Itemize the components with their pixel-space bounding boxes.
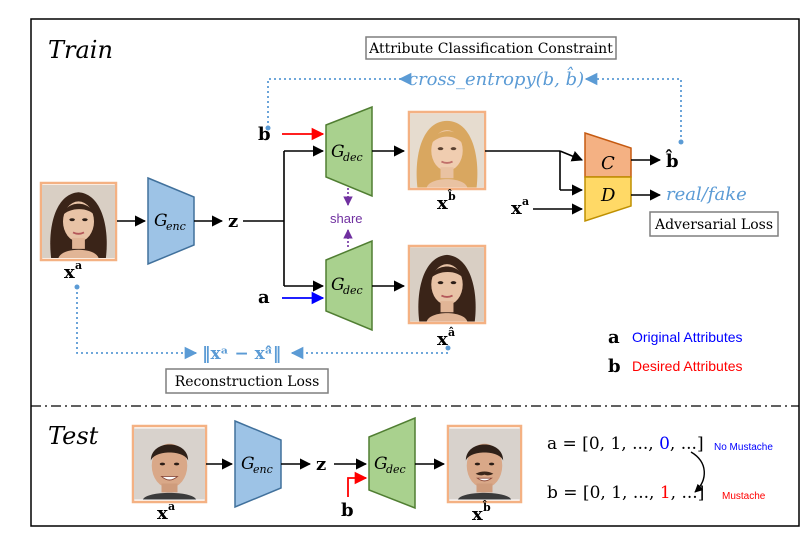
- legend-a-symbol: a: [608, 327, 620, 348]
- train-label: Train: [48, 36, 113, 64]
- recon-right-line: [300, 348, 449, 354]
- encoder-label: G: [154, 211, 168, 231]
- female-face-photo: [410, 247, 484, 322]
- recon-formula: ‖xᵃ − xᵃ̂‖: [202, 344, 281, 364]
- attr-constraint-box: [365, 36, 617, 60]
- bottom-decoder-label: G: [331, 275, 345, 295]
- test-a-vector: a = [0, 1, ..., 0, ...]: [547, 434, 704, 454]
- female-face-photo: [410, 113, 484, 188]
- cross-entropy-right-line: [590, 78, 682, 142]
- classifier-label: C: [601, 153, 615, 174]
- output-a-photo-frame: [407, 244, 487, 325]
- real-fake-label: real/fake: [666, 184, 747, 205]
- x-a-label: x: [64, 262, 75, 283]
- bottom-decoder-sub: dec: [343, 284, 363, 297]
- recon-left-dot: [74, 284, 80, 290]
- test-x-b-hat-label: x: [472, 504, 483, 525]
- cross-entropy-left-line: [267, 78, 407, 128]
- cross-entropy-left-dot: [265, 125, 271, 131]
- x-a-disc-sup: a: [522, 195, 529, 208]
- b-hat-label: b̂: [665, 148, 678, 172]
- test-b-vector: b = [0, 1, ..., 1, ...]: [547, 483, 704, 503]
- legend-b-symbol: b: [608, 356, 621, 377]
- legend-b-text: Desired Attributes: [632, 358, 743, 374]
- test-b-vector-prefix: b = [0, 1, ...,: [547, 483, 660, 503]
- test-encoder-block: [234, 419, 282, 509]
- test-x-a-sup: a: [168, 500, 175, 513]
- share-label: share: [330, 211, 363, 226]
- test-a-vector-suffix: , ...]: [670, 434, 704, 454]
- male-face-photo: [449, 428, 520, 500]
- test-decoder-block: [368, 416, 416, 510]
- b-train-label: b: [258, 124, 271, 145]
- test-encoder-sub: enc: [253, 463, 273, 476]
- outer-frame: [30, 18, 800, 527]
- top-decoder-sub: dec: [343, 151, 363, 164]
- adversarial-loss-box: [649, 211, 779, 237]
- test-x-a-label: x: [157, 503, 168, 524]
- cross-entropy-right-dot: [678, 139, 684, 145]
- adversarial-loss-label: Adversarial Loss: [654, 217, 773, 233]
- x-b-hat-label: x: [437, 193, 448, 214]
- discriminator-label: D: [600, 185, 616, 206]
- z-label: z: [228, 211, 238, 232]
- mustache-label: Mustache: [722, 491, 766, 502]
- legend-a-text: Original Attributes: [632, 329, 743, 345]
- test-arrow-b-decoder: [347, 471, 368, 497]
- test-decoder-sub: dec: [386, 463, 406, 476]
- test-x-b-hat-sup: b̂: [482, 500, 491, 514]
- input-photo-frame: [39, 181, 118, 262]
- x-b-hat-sup: b̂: [447, 189, 456, 203]
- encoder-sub: enc: [166, 220, 186, 233]
- test-encoder-label: G: [241, 454, 255, 474]
- x-a-disc-label: x: [511, 198, 522, 219]
- arrow-output-classifier: [559, 150, 584, 162]
- recon-right-dot: [445, 345, 451, 351]
- test-b-vector-highlight: 1: [660, 483, 671, 503]
- vector-change-arrow: [690, 451, 705, 493]
- discriminator-block: [584, 176, 632, 223]
- recon-left-line: [76, 287, 190, 354]
- test-label: Test: [48, 422, 99, 450]
- female-face-photo: [42, 184, 115, 259]
- test-b-vector-suffix: , ...]: [671, 483, 705, 503]
- reconstruction-loss-label: Reconstruction Loss: [175, 374, 320, 390]
- top-decoder-label: G: [331, 142, 345, 162]
- a-train-label: a: [258, 287, 270, 308]
- no-mustache-label: No Mustache: [714, 442, 773, 453]
- bottom-decoder-block: [325, 239, 373, 332]
- x-a-sup: a: [75, 259, 82, 272]
- x-a-hat-sup: â: [448, 326, 455, 339]
- test-z-label: z: [316, 454, 326, 475]
- cross-entropy-label: cross_entropy(b, b̂): [408, 65, 584, 90]
- attr-constraint-label: Attribute Classification Constraint: [368, 41, 613, 57]
- test-output-photo-frame: [446, 424, 523, 504]
- male-face-photo: [134, 428, 205, 500]
- reconstruction-loss-box: [165, 368, 329, 394]
- x-a-hat-label: x: [437, 329, 448, 350]
- test-b-label: b: [341, 500, 354, 521]
- test-a-vector-highlight: 0: [659, 434, 670, 454]
- test-decoder-label: G: [374, 454, 388, 474]
- test-a-vector-prefix: a = [0, 1, ...,: [547, 434, 659, 454]
- top-decoder-block: [325, 105, 373, 198]
- encoder-block: [147, 176, 195, 266]
